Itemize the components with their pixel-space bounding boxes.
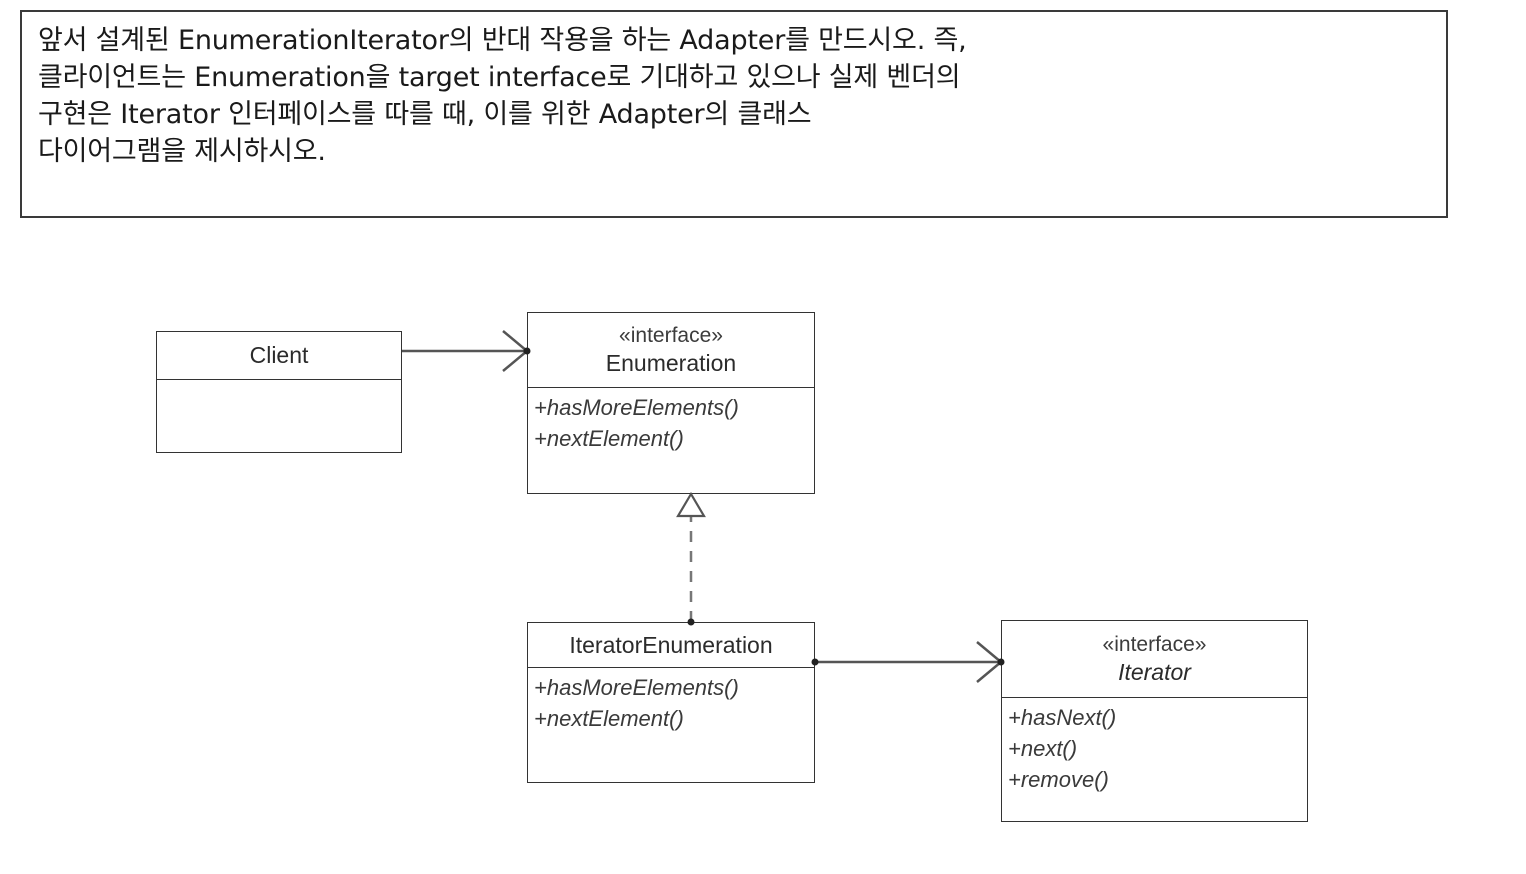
uml-class-enumeration[interactable]: «interface» Enumeration +hasMoreElements…: [527, 312, 815, 494]
member-row: +nextElement(): [534, 426, 684, 451]
enumeration-members-compartment: +hasMoreElements() +nextElement(): [528, 387, 814, 493]
member-row: +hasNext(): [1008, 705, 1117, 730]
iteratorenumeration-members-compartment: +hasMoreElements() +nextElement(): [528, 667, 814, 782]
client-name-compartment: Client: [157, 332, 401, 379]
member-row: +hasMoreElements(): [534, 395, 739, 420]
iteratorenumeration-name-compartment: IteratorEnumeration: [528, 623, 814, 667]
iterator-class-name: Iterator: [1118, 659, 1191, 685]
iterator-name-compartment: «interface» Iterator: [1002, 621, 1307, 697]
uml-class-client[interactable]: Client: [156, 331, 402, 453]
client-members-compartment: [157, 379, 401, 452]
iterator-members-compartment: +hasNext() +next() +remove(): [1002, 697, 1307, 821]
question-text: 앞서 설계된 EnumerationIterator의 반대 작용을 하는 Ad…: [38, 25, 967, 167]
uml-class-iterator[interactable]: «interface» Iterator +hasNext() +next() …: [1001, 620, 1308, 822]
connector-iteratorenumeration-to-iterator: [811, 641, 1005, 683]
member-row: +hasMoreElements(): [534, 675, 739, 700]
enumeration-name-compartment: «interface» Enumeration: [528, 313, 814, 387]
member-row: +next(): [1008, 736, 1078, 761]
iterator-stereotype: «interface»: [1102, 633, 1207, 656]
question-text-box: 앞서 설계된 EnumerationIterator의 반대 작용을 하는 Ad…: [20, 10, 1448, 218]
member-row: +remove(): [1008, 767, 1109, 792]
connector-client-to-enumeration: [402, 330, 531, 372]
enumeration-class-name: Enumeration: [605, 350, 737, 376]
enumeration-stereotype: «interface»: [619, 324, 723, 347]
member-row: +nextElement(): [534, 706, 684, 731]
iteratorenumeration-class-name: IteratorEnumeration: [569, 631, 773, 658]
connector-iteratorenumeration-realizes-enumeration: [676, 491, 706, 626]
client-class-name: Client: [249, 342, 309, 368]
uml-class-iteratorenumeration[interactable]: IteratorEnumeration +hasMoreElements() +…: [527, 622, 815, 783]
